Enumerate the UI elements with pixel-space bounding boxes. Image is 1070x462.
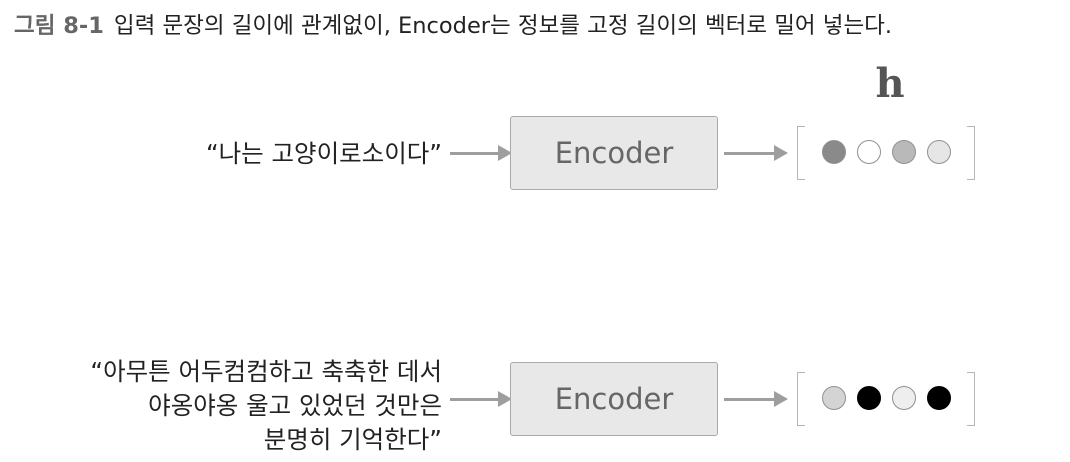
- vector-cell: [891, 140, 916, 164]
- vector-cell: [821, 140, 846, 164]
- input-line: “나는 고양이로소이다”: [205, 139, 442, 168]
- arrow-input-to-encoder-1: [450, 145, 512, 161]
- vector-cell: [856, 386, 881, 410]
- caption-text: 입력 문장의 길이에 관계없이, Encoder는 정보를 고정 길이의 벡터로…: [113, 13, 893, 39]
- vector-cell: [926, 140, 951, 164]
- figure-caption: 그림 8-1 입력 문장의 길이에 관계없이, Encoder는 정보를 고정 길…: [14, 8, 892, 40]
- vector-label-h: h: [875, 60, 905, 107]
- input-sentence-2: “아무튼 어두컴컴하고 축축한 데서 야옹야옹 울고 있었던 것만은 분명히 기…: [90, 355, 442, 457]
- arrow-encoder-to-vector-2: [724, 391, 788, 407]
- input-line: 야옹야옹 울고 있었던 것만은: [148, 391, 442, 420]
- vector-cell: [821, 386, 846, 410]
- figure-number: 그림 8-1: [14, 13, 104, 39]
- vector-cell: [856, 140, 881, 164]
- vector-cell: [891, 386, 916, 410]
- arrow-input-to-encoder-2: [450, 391, 512, 407]
- arrow-encoder-to-vector-1: [724, 145, 788, 161]
- input-line: “아무튼 어두컴컴하고 축축한 데서: [90, 357, 442, 386]
- output-vector-2: [797, 372, 975, 426]
- output-vector-1: [797, 126, 975, 180]
- input-line: 분명히 기억한다”: [263, 425, 442, 454]
- encoder-box-1: Encoder: [510, 116, 718, 190]
- input-sentence-1: “나는 고양이로소이다”: [206, 137, 442, 171]
- vector-cell: [926, 386, 951, 410]
- encoder-box-2: Encoder: [510, 362, 718, 436]
